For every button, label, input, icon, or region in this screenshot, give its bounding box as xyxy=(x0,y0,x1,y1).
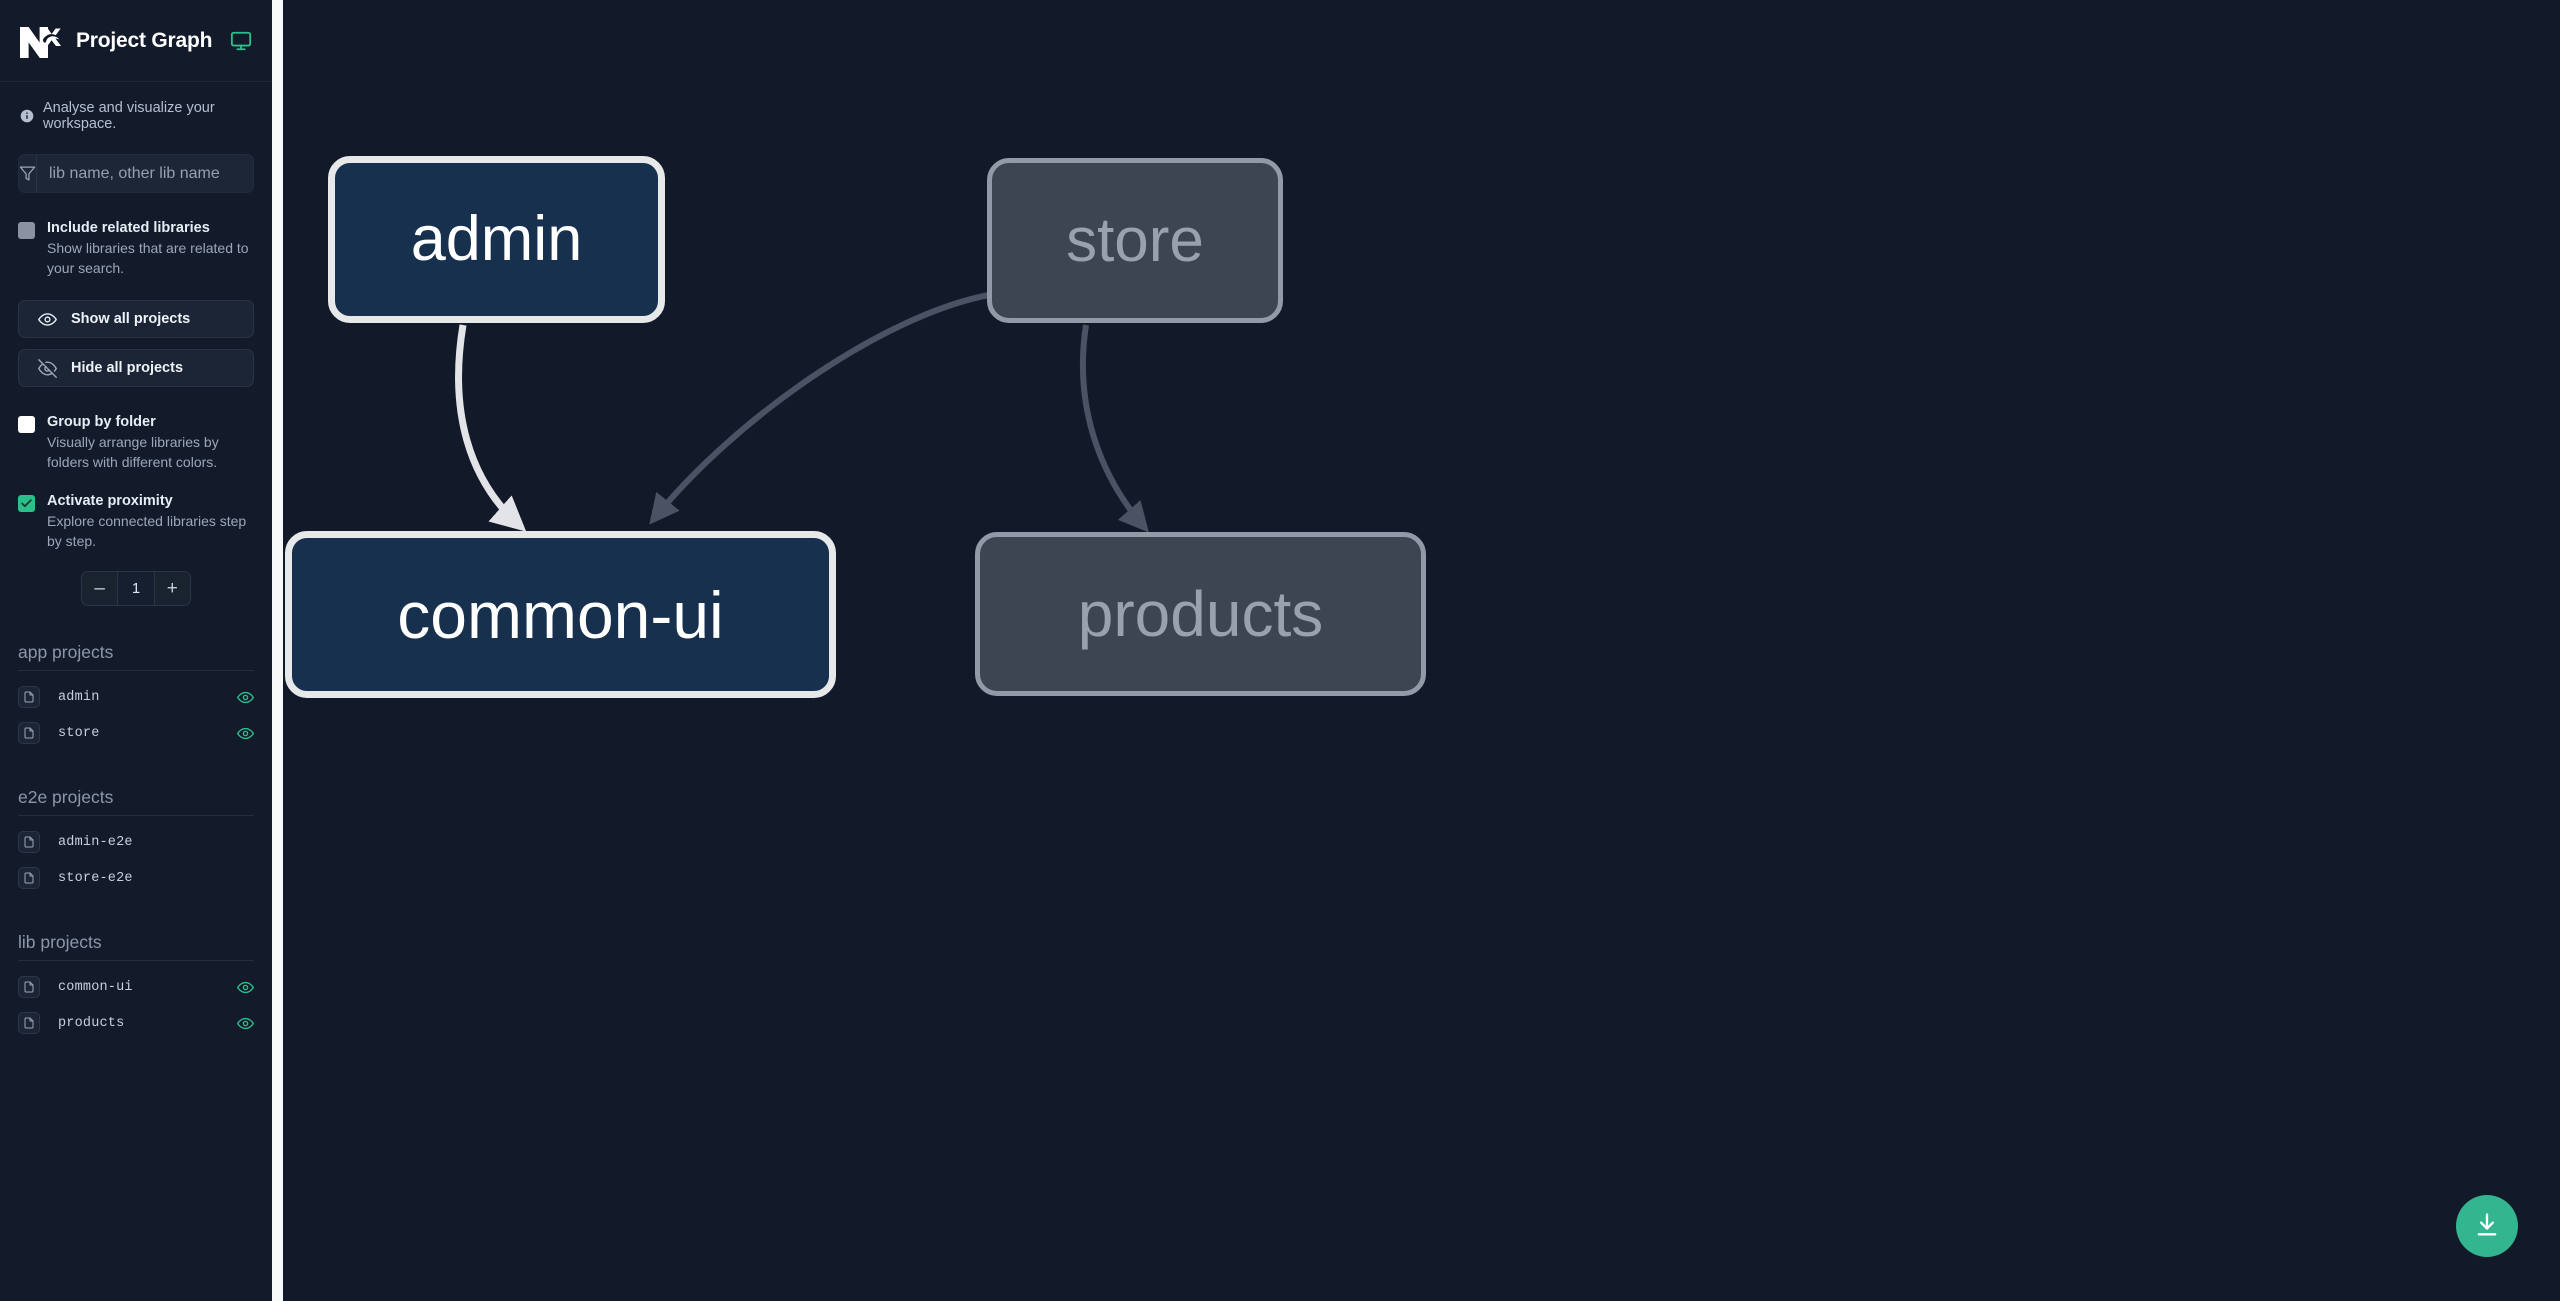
proximity-increment-button[interactable]: + xyxy=(154,572,190,605)
visibility-placeholder xyxy=(237,834,254,851)
project-icon xyxy=(18,686,40,708)
download-button[interactable] xyxy=(2456,1195,2518,1257)
activate-proximity-label: Activate proximity xyxy=(47,493,173,509)
nx-logo xyxy=(18,21,62,61)
project-icon xyxy=(18,1012,40,1034)
project-icon xyxy=(18,722,40,744)
monitor-icon[interactable] xyxy=(230,30,252,52)
funnel-icon xyxy=(19,165,36,182)
visibility-eye-icon[interactable] xyxy=(237,979,254,996)
group-by-folder-label: Group by folder xyxy=(47,414,156,430)
proximity-stepper[interactable]: – 1 + xyxy=(81,571,191,606)
proximity-decrement-button[interactable]: – xyxy=(82,572,118,605)
show-all-projects-label: Show all projects xyxy=(71,311,191,327)
group-heading-lib-projects: lib projects xyxy=(18,932,102,952)
sidebar-tagline: Analyse and visualize your workspace. xyxy=(0,82,272,132)
filter-icon-box xyxy=(19,155,37,192)
include-related-desc: Show libraries that are related to your … xyxy=(47,240,249,276)
activate-proximity-desc: Explore connected libraries step by step… xyxy=(47,513,247,549)
group-by-folder-checkbox[interactable] xyxy=(18,416,35,433)
info-icon xyxy=(20,109,34,123)
download-icon xyxy=(2473,1211,2501,1242)
project-name: store xyxy=(58,725,100,741)
proximity-value: 1 xyxy=(117,572,155,605)
activate-proximity-checkbox[interactable] xyxy=(18,495,35,512)
group-by-folder-desc: Visually arrange libraries by folders wi… xyxy=(47,434,219,470)
divider xyxy=(18,815,254,816)
include-related-label: Include related libraries xyxy=(47,220,210,236)
visibility-placeholder xyxy=(237,870,254,887)
hide-all-projects-button[interactable]: Hide all projects xyxy=(18,349,254,387)
eye-off-icon xyxy=(38,358,57,378)
visibility-eye-icon[interactable] xyxy=(237,1015,254,1032)
project-name: products xyxy=(58,1015,125,1031)
visibility-eye-icon[interactable] xyxy=(237,725,254,742)
option-include-related-libraries[interactable]: Include related libraries Show libraries… xyxy=(0,219,272,278)
graph-node-products[interactable]: products xyxy=(975,532,1426,696)
graph-node-label: admin xyxy=(410,204,583,274)
group-e2e-projects: e2e projects admin-e2e xyxy=(0,787,272,896)
project-row-products[interactable]: products xyxy=(0,1005,272,1041)
project-row-store-e2e[interactable]: store-e2e xyxy=(0,860,272,896)
graph-node-label: products xyxy=(1077,578,1324,650)
graph-node-admin[interactable]: admin xyxy=(328,156,665,323)
edge-store-to-common-ui xyxy=(649,292,990,525)
group-heading-e2e-projects: e2e projects xyxy=(18,787,114,807)
graph-edges xyxy=(455,292,1149,533)
tagline-text: Analyse and visualize your workspace. xyxy=(43,100,215,132)
edge-store-to-products xyxy=(1080,324,1149,533)
group-heading-app-projects: app projects xyxy=(18,642,114,662)
project-name: store-e2e xyxy=(58,870,133,886)
hide-all-projects-label: Hide all projects xyxy=(71,360,184,376)
sidebar-title: Project Graph xyxy=(76,28,213,52)
project-name: admin xyxy=(58,689,100,705)
graph-node-store[interactable]: store xyxy=(987,158,1283,323)
option-group-by-folder[interactable]: Group by folder Visually arrange librari… xyxy=(0,413,272,472)
divider xyxy=(18,670,254,671)
project-row-admin-e2e[interactable]: admin-e2e xyxy=(0,824,272,860)
group-app-projects: app projects admin xyxy=(0,642,272,751)
group-lib-projects: lib projects common-ui xyxy=(0,932,272,1041)
option-activate-proximity[interactable]: Activate proximity Explore connected lib… xyxy=(0,492,272,551)
sidebar-resize-handle[interactable] xyxy=(272,0,283,1301)
eye-icon xyxy=(38,310,57,329)
project-name: common-ui xyxy=(58,979,133,995)
include-related-checkbox[interactable] xyxy=(18,222,35,239)
project-icon xyxy=(18,976,40,998)
project-row-common-ui[interactable]: common-ui xyxy=(0,969,272,1005)
graph-node-common-ui[interactable]: common-ui xyxy=(285,531,836,698)
edge-admin-to-common-ui xyxy=(455,324,527,532)
visibility-eye-icon[interactable] xyxy=(237,689,254,706)
search-input[interactable] xyxy=(37,155,253,192)
project-row-admin[interactable]: admin xyxy=(0,679,272,715)
show-all-projects-button[interactable]: Show all projects xyxy=(18,300,254,338)
project-row-store[interactable]: store xyxy=(0,715,272,751)
sidebar: Project Graph Analyse and visualize your… xyxy=(0,0,272,1301)
graph-node-label: common-ui xyxy=(397,577,724,652)
project-icon xyxy=(18,831,40,853)
sidebar-header: Project Graph xyxy=(0,0,272,82)
graph-canvas[interactable]: admin store common-ui products xyxy=(283,0,2560,1301)
project-name: admin-e2e xyxy=(58,834,133,850)
divider xyxy=(18,960,254,961)
graph-node-label: store xyxy=(1066,205,1204,275)
project-icon xyxy=(18,867,40,889)
search-field[interactable] xyxy=(18,154,254,193)
